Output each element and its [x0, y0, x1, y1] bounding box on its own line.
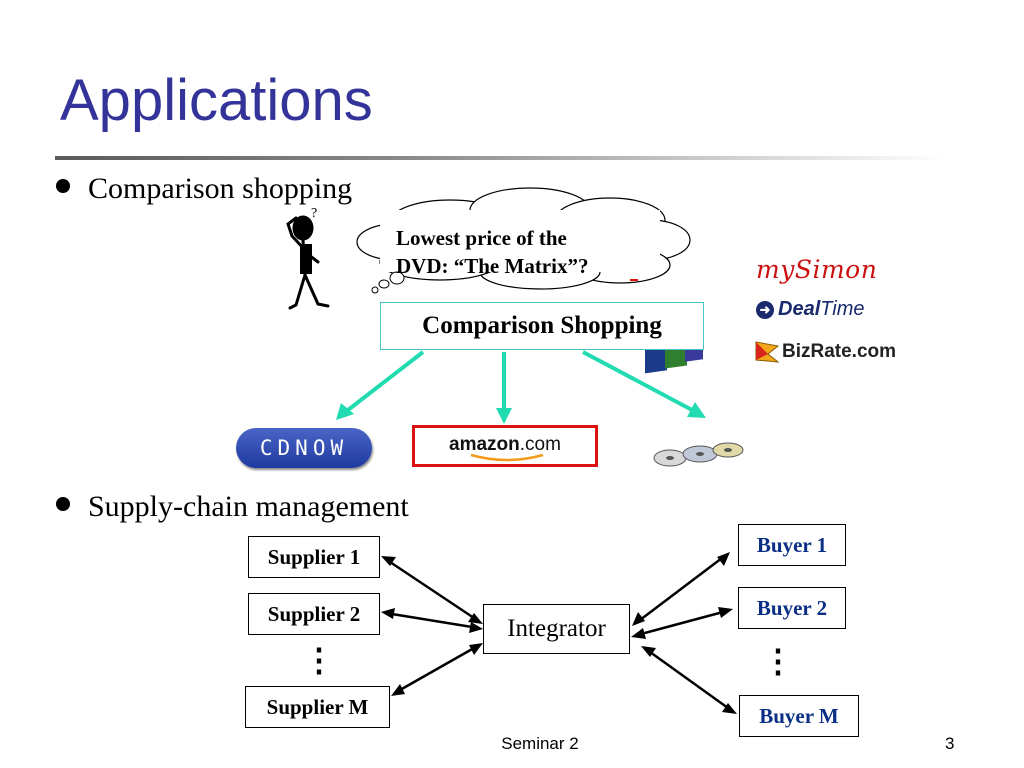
bullet-text: Supply-chain management	[88, 490, 409, 523]
amazon-suffix: .com	[519, 434, 561, 455]
cdnow-logo: CDNOW	[236, 428, 372, 468]
amazon-logo: amazon.com	[412, 425, 598, 467]
bullet-supply-chain: Supply-chain management	[56, 492, 409, 522]
thought-line-2: DVD: “The Matrix”?	[396, 254, 589, 278]
slide-footer: Seminar 2	[501, 734, 579, 753]
question-mark-icon: ?	[311, 206, 317, 221]
supplier-box-1: Supplier 1	[248, 536, 380, 578]
comparison-shopping-box: Comparison Shopping	[380, 302, 704, 350]
buyer-box-m: Buyer M	[739, 695, 859, 737]
supply-chain-arrows	[381, 552, 737, 714]
amazon-smile-icon	[470, 453, 544, 462]
amazon-wordmark: amazon	[449, 434, 520, 455]
bullet-comparison-shopping: Comparison shopping	[56, 174, 352, 204]
supplier-ellipsis: ⋮	[303, 642, 335, 678]
bullet-text: Comparison shopping	[88, 172, 353, 205]
thought-bubble-text: Lowest price of the DVD: “The Matrix”?	[396, 224, 646, 280]
bullet-dot-icon	[56, 179, 70, 193]
title-divider	[55, 156, 945, 160]
bullet-dot-icon	[56, 497, 70, 511]
buyer-box-1: Buyer 1	[738, 524, 846, 566]
dealtime-arrow-icon: ➜	[756, 300, 774, 319]
buyer-ellipsis: ⋮	[762, 643, 794, 679]
comparison-arrows	[336, 350, 706, 424]
mysimon-logo: mySimon	[756, 255, 878, 284]
supplier-box-m: Supplier M	[245, 686, 390, 728]
dealtime-word-2: Time	[820, 298, 865, 320]
thought-line-1: Lowest price of the	[396, 226, 567, 250]
integrator-box: Integrator	[483, 604, 630, 654]
bizrate-flag-icon	[755, 341, 780, 363]
dealtime-word-1: Deal	[778, 298, 821, 320]
thinking-person-icon	[286, 215, 330, 310]
thought-bubble-dots	[371, 271, 405, 294]
buyer-box-2: Buyer 2	[738, 587, 846, 629]
supplier-box-2: Supplier 2	[248, 593, 380, 635]
bizrate-text: BizRate.com	[782, 341, 897, 362]
slide-title: Applications	[60, 68, 373, 133]
page-number: 3	[945, 734, 955, 753]
bizrate-logo: BizRate.com	[754, 340, 896, 364]
